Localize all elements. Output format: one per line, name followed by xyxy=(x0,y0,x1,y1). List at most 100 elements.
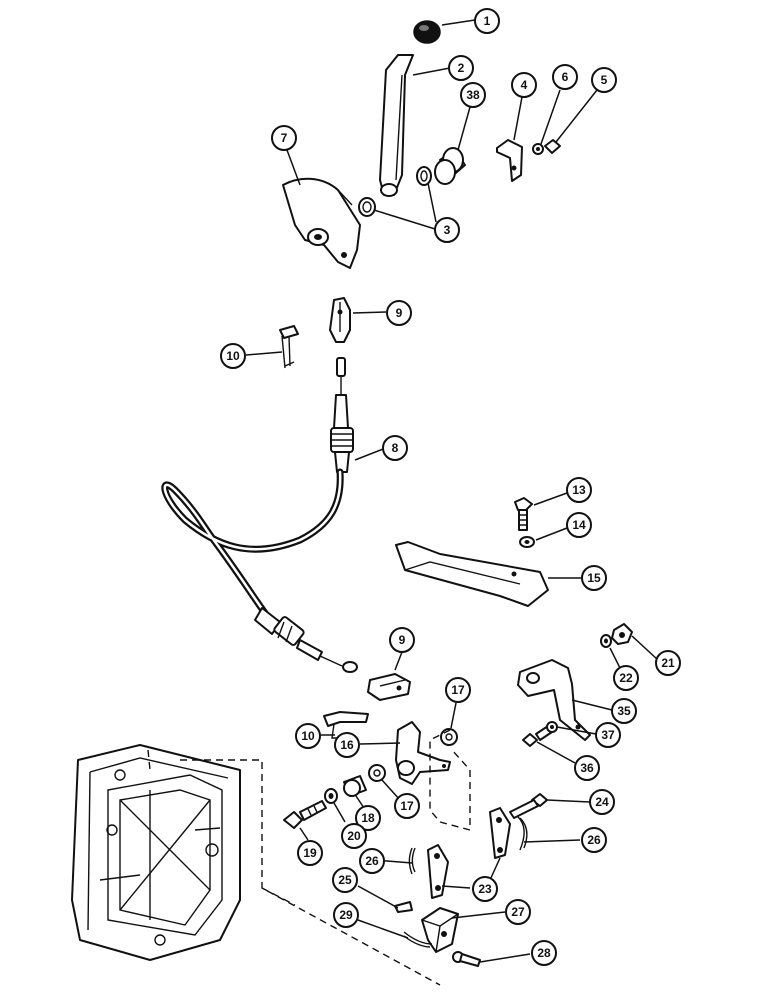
callout-24: 24 xyxy=(589,789,615,815)
washer-22-part xyxy=(600,634,612,648)
svg-text:13: 13 xyxy=(572,483,586,497)
svg-text:22: 22 xyxy=(619,671,633,685)
callout-5: 5 xyxy=(591,67,617,93)
lever-16-part xyxy=(395,721,451,785)
cotter-pin-26-right-part xyxy=(516,815,528,851)
callout-29: 29 xyxy=(333,902,359,928)
svg-text:17: 17 xyxy=(400,799,414,813)
washer-37-part xyxy=(546,721,558,733)
control-cable-part xyxy=(161,357,358,673)
svg-text:35: 35 xyxy=(617,704,631,718)
svg-text:6: 6 xyxy=(562,70,569,84)
svg-text:21: 21 xyxy=(661,656,675,670)
bracket-35-part xyxy=(517,659,591,741)
clevis-upper-part xyxy=(329,297,351,343)
knob-part xyxy=(413,20,441,44)
callout-27: 27 xyxy=(505,899,531,925)
svg-text:4: 4 xyxy=(521,78,528,92)
screw-5-part xyxy=(544,139,561,154)
washer-3-part xyxy=(358,166,432,217)
callout-36: 36 xyxy=(574,755,600,781)
transmission-housing-part xyxy=(71,744,241,961)
callout-10-upper: 10 xyxy=(220,343,246,369)
callout-22: 22 xyxy=(613,665,639,691)
callout-28: 28 xyxy=(531,940,557,966)
svg-text:5: 5 xyxy=(601,73,608,87)
clevis-lower-part xyxy=(367,673,411,701)
svg-text:29: 29 xyxy=(339,908,353,922)
svg-text:36: 36 xyxy=(580,761,594,775)
svg-text:20: 20 xyxy=(347,829,361,843)
callout-37: 37 xyxy=(595,722,621,748)
callout-4: 4 xyxy=(511,72,537,98)
callout-18: 18 xyxy=(355,805,381,831)
quadrant-plate-part xyxy=(282,177,361,269)
svg-text:38: 38 xyxy=(466,88,480,102)
callout-21: 21 xyxy=(655,650,681,676)
svg-text:27: 27 xyxy=(511,905,525,919)
svg-text:8: 8 xyxy=(392,441,399,455)
callout-25: 25 xyxy=(332,867,358,893)
svg-text:10: 10 xyxy=(301,729,315,743)
svg-text:2: 2 xyxy=(458,61,465,75)
svg-text:23: 23 xyxy=(478,882,492,896)
pin-25-part xyxy=(394,901,413,913)
svg-text:9: 9 xyxy=(396,306,403,320)
callouts: 1 2 38 4 6 5 7 3 9 10 8 13 14 15 9 21 22… xyxy=(220,8,681,966)
nut-21-part xyxy=(611,623,633,645)
washer-20-part xyxy=(324,788,338,804)
pin-28-part xyxy=(452,951,481,967)
callout-8: 8 xyxy=(382,435,408,461)
callout-10-lower: 10 xyxy=(295,723,321,749)
svg-text:7: 7 xyxy=(281,131,288,145)
callout-2: 2 xyxy=(448,55,474,81)
svg-text:18: 18 xyxy=(361,811,375,825)
callout-9-upper: 9 xyxy=(386,300,412,326)
bushing-38-part xyxy=(434,147,466,185)
svg-text:25: 25 xyxy=(338,873,352,887)
svg-text:28: 28 xyxy=(537,946,551,960)
svg-text:3: 3 xyxy=(444,223,451,237)
callout-26-left: 26 xyxy=(359,848,385,874)
svg-text:1: 1 xyxy=(484,14,491,28)
callout-17-lower: 17 xyxy=(394,793,420,819)
callout-20: 20 xyxy=(341,823,367,849)
callout-14: 14 xyxy=(566,512,592,538)
svg-text:26: 26 xyxy=(587,833,601,847)
bolt-24-part xyxy=(509,793,548,819)
callout-15: 15 xyxy=(581,565,607,591)
callout-13: 13 xyxy=(566,477,592,503)
assembly-outline xyxy=(147,729,471,986)
svg-text:37: 37 xyxy=(601,728,615,742)
spacer-18-part xyxy=(343,775,367,797)
callout-1: 1 xyxy=(474,8,500,34)
pin-upper-part xyxy=(279,325,299,369)
svg-text:24: 24 xyxy=(595,795,609,809)
svg-text:19: 19 xyxy=(303,846,317,860)
bushing-17-lower-part xyxy=(368,764,386,782)
svg-text:14: 14 xyxy=(572,518,586,532)
bracket-15-part xyxy=(395,541,549,607)
cotter-pin-26-left-part xyxy=(408,847,416,875)
svg-text:15: 15 xyxy=(587,571,601,585)
svg-text:26: 26 xyxy=(365,854,379,868)
washer-6-part xyxy=(532,143,544,155)
callout-3: 3 xyxy=(434,217,460,243)
svg-text:9: 9 xyxy=(399,633,406,647)
svg-text:10: 10 xyxy=(226,349,240,363)
washer-14-part xyxy=(519,536,535,548)
block-27-part xyxy=(421,907,459,953)
svg-text:17: 17 xyxy=(451,683,465,697)
callout-16: 16 xyxy=(334,732,360,758)
callout-6: 6 xyxy=(552,64,578,90)
leader-lines xyxy=(245,19,659,963)
bolt-13-part xyxy=(514,497,533,531)
svg-text:16: 16 xyxy=(340,738,354,752)
callout-17-upper: 17 xyxy=(445,677,471,703)
callout-19: 19 xyxy=(297,840,323,866)
link-23-right-part xyxy=(489,807,511,859)
bolt-19-part xyxy=(283,800,327,829)
callout-23: 23 xyxy=(472,876,498,902)
callout-7: 7 xyxy=(271,125,297,151)
